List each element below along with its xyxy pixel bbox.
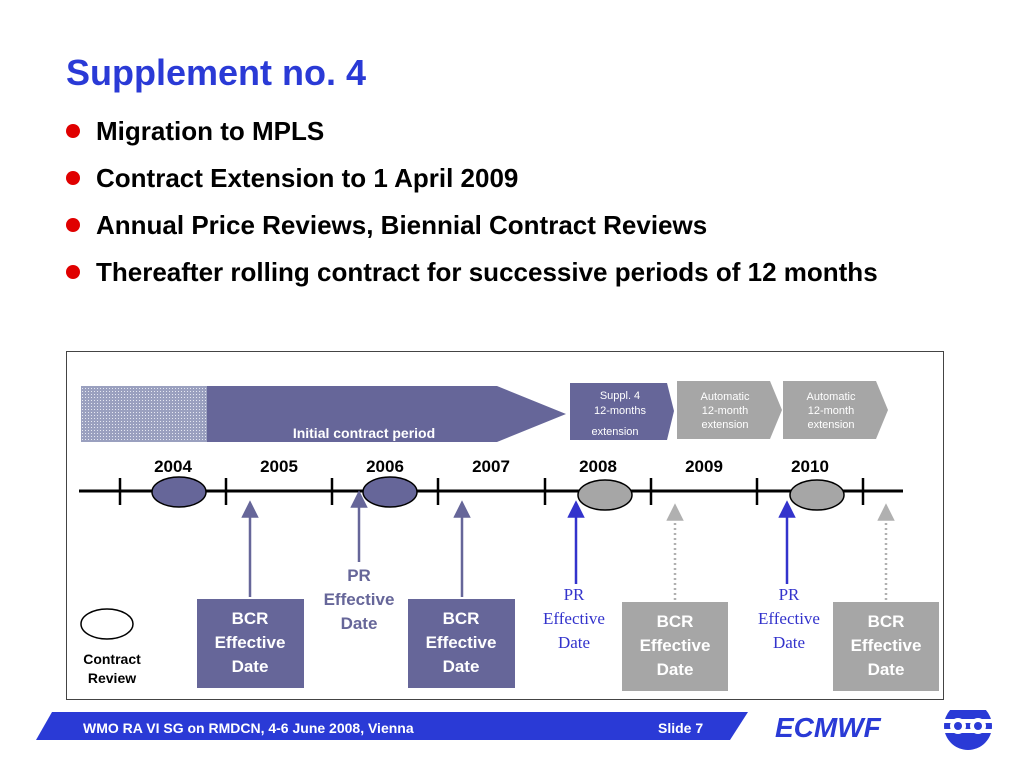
year-label: 2008 [579, 457, 617, 476]
bullet-dot-icon [66, 265, 80, 279]
bullet-dot-icon [66, 218, 80, 232]
suppl4-line2: 12-months [594, 405, 646, 417]
bcr-box-text: Effective [640, 636, 711, 655]
legend-label: Contract [83, 651, 141, 667]
bcr-box-text: Effective [851, 636, 922, 655]
legend-ellipse [80, 608, 134, 640]
bullet-item: Thereafter rolling contract for successi… [66, 256, 966, 288]
bcr-box-text: Date [443, 657, 480, 676]
suppl4-line3: extension [591, 426, 638, 438]
footer-bar [36, 710, 996, 750]
auto1-line3: extension [701, 419, 748, 431]
year-label: 2009 [685, 457, 723, 476]
bcr-box [408, 599, 515, 688]
year-label: 2005 [260, 457, 298, 476]
footer-event: WMO RA VI SG on RMDCN, 4-6 June 2008, Vi… [83, 720, 414, 736]
auto-extension-box-1 [677, 381, 782, 439]
suppl4-extension-box [570, 383, 674, 440]
contract-review-marker [362, 476, 418, 508]
pr-label: PR [347, 566, 371, 585]
auto2-line2: 12-month [808, 405, 854, 417]
legend-label: Review [88, 670, 136, 686]
bcr-box-text: BCR [443, 609, 480, 628]
timeline-diagram: Initial contract period Suppl. 4 12-mont… [66, 351, 944, 700]
bcr-box-text: BCR [657, 612, 694, 631]
bcr-box [197, 599, 304, 688]
pr-label: Effective [324, 590, 395, 609]
timeline-svg: Initial contract period Suppl. 4 12-mont… [79, 381, 939, 691]
bullet-list: Migration to MPLS Contract Extension to … [66, 115, 966, 303]
bcr-box-text: Date [868, 660, 905, 679]
initial-period-label: Initial contract period [293, 425, 435, 441]
auto-extension-box-2 [783, 381, 888, 439]
bcr-box [622, 602, 728, 691]
year-ticks [118, 478, 865, 505]
footer-band [36, 712, 748, 740]
year-label: 2007 [472, 457, 510, 476]
auto1-line1: Automatic [701, 391, 750, 403]
pr-label: Effective [758, 609, 820, 628]
contract-review-marker [789, 479, 845, 511]
footer-slide-number: Slide 7 [658, 720, 704, 736]
bcr-box-text: Effective [215, 633, 286, 652]
year-label: 2010 [791, 457, 829, 476]
bcr-box-text: Date [657, 660, 694, 679]
bullet-item: Contract Extension to 1 April 2009 [66, 162, 966, 194]
bullet-item: Annual Price Reviews, Biennial Contract … [66, 209, 966, 241]
bcr-box-text: Date [232, 657, 269, 676]
pr-label: Date [558, 633, 590, 652]
bullet-item: Migration to MPLS [66, 115, 966, 147]
pr-label: Date [773, 633, 805, 652]
auto2-line1: Automatic [807, 391, 856, 403]
page-title: Supplement no. 4 [66, 52, 367, 93]
bullet-dot-icon [66, 124, 80, 138]
contract-review-marker [151, 476, 207, 508]
year-label: 2004 [154, 457, 192, 476]
pr-label: PR [779, 585, 800, 604]
pr-label: PR [564, 585, 585, 604]
year-label: 2006 [366, 457, 404, 476]
ecmwf-logo-icon [940, 710, 996, 750]
pr-label: Date [341, 614, 378, 633]
bcr-box-text: BCR [232, 609, 269, 628]
bcr-box [833, 602, 939, 691]
suppl4-line1: Suppl. 4 [600, 390, 640, 402]
bcr-box-text: BCR [868, 612, 905, 631]
pr-label: Effective [543, 609, 605, 628]
bcr-box-text: Effective [426, 633, 497, 652]
ecmwf-wordmark: ECMWF [775, 712, 881, 743]
auto1-line2: 12-month [702, 405, 748, 417]
contract-review-marker [577, 479, 633, 511]
bullet-dot-icon [66, 171, 80, 185]
auto2-line3: extension [807, 419, 854, 431]
dotted-start-block [81, 386, 207, 442]
